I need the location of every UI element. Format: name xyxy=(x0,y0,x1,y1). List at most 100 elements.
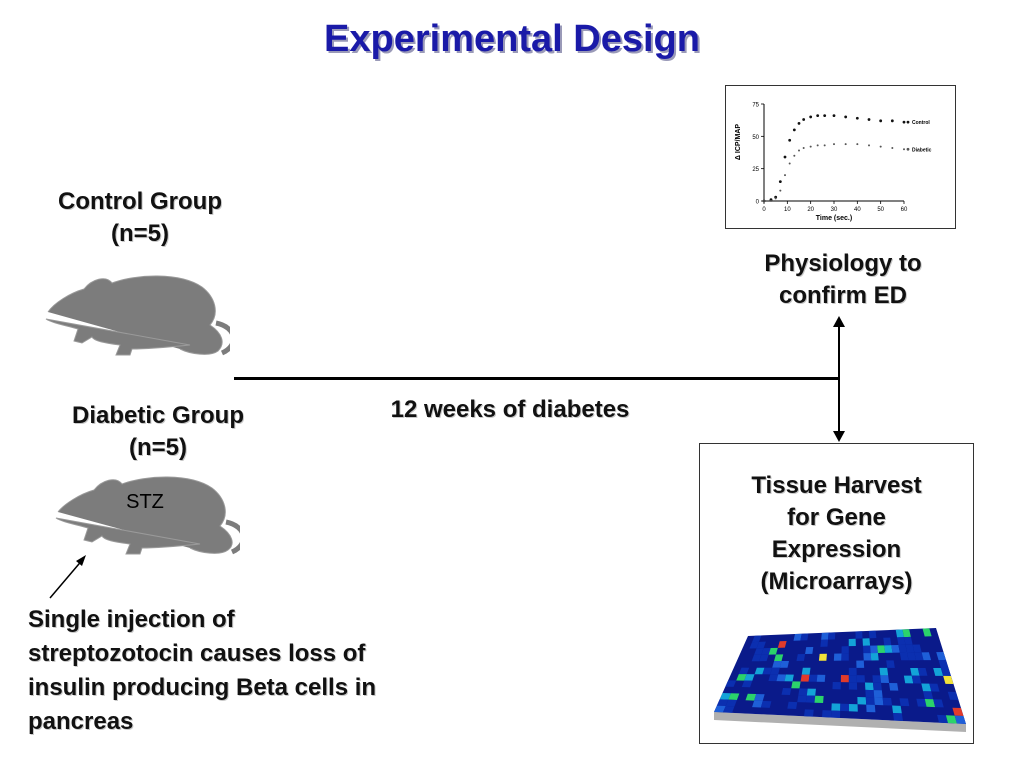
microarray-spot xyxy=(870,652,879,661)
microarray-spot xyxy=(866,704,876,713)
microarray-spot xyxy=(714,705,726,713)
data-point-diabetic xyxy=(802,146,805,149)
microarray-spot xyxy=(933,667,944,676)
microarray-spot xyxy=(947,691,959,700)
microarray-spot xyxy=(776,674,786,682)
data-point-diabetic xyxy=(816,144,819,147)
microarray-image xyxy=(714,628,966,732)
data-point-control xyxy=(778,180,782,183)
microarray-spot xyxy=(895,629,904,638)
microarray-edge xyxy=(714,712,966,732)
tissue-harvest-line: for Gene xyxy=(787,504,886,531)
double-arrow xyxy=(833,316,845,442)
data-point-control xyxy=(855,116,859,120)
microarray-spot xyxy=(937,714,948,724)
microarray-spot xyxy=(796,654,806,661)
microarray-spot xyxy=(749,641,759,649)
microarray-spot xyxy=(723,706,735,713)
diabetic-group-label: Diabetic Group (n=5) xyxy=(48,400,268,464)
data-point-diabetic xyxy=(784,174,786,177)
microarray-spot xyxy=(917,667,928,676)
injection-note-line: streptozotocin causes loss of xyxy=(28,640,366,667)
control-group-name: Control Group xyxy=(58,188,222,215)
data-point-control xyxy=(809,115,813,119)
data-point-diabetic xyxy=(879,145,882,148)
diabetic-group-n: (n=5) xyxy=(128,434,187,461)
data-point-diabetic xyxy=(770,200,772,202)
microarray-spot xyxy=(744,674,755,681)
microarray-spot xyxy=(754,648,764,655)
microarray-spot xyxy=(884,645,893,653)
microarray-spot xyxy=(907,652,917,661)
microarray-spot xyxy=(872,675,882,683)
data-point-diabetic xyxy=(779,189,782,192)
microarray-spot xyxy=(892,705,902,714)
microarray-spot xyxy=(905,644,915,653)
microarray-spot xyxy=(899,652,909,661)
microarray-spot xyxy=(899,698,910,707)
microarray-spot xyxy=(848,638,856,647)
microarray-spot xyxy=(848,682,858,690)
microarray-spot xyxy=(756,641,766,649)
microarray-spot xyxy=(760,700,772,708)
microarray-spot xyxy=(929,683,940,692)
microarray-spot xyxy=(719,693,731,700)
microarray-spot xyxy=(822,710,832,718)
x-tick-label: 50 xyxy=(877,207,884,213)
data-point-diabetic xyxy=(788,162,791,165)
microarray-spot xyxy=(716,699,729,707)
microarray-spot xyxy=(805,647,814,655)
legend-marker xyxy=(906,120,910,124)
data-point-control xyxy=(816,114,820,118)
microarray-spot xyxy=(804,709,814,717)
microarray-spot xyxy=(936,652,946,661)
microarray-spot xyxy=(841,653,849,661)
x-tick-label: 0 xyxy=(762,207,766,213)
data-point-diabetic xyxy=(868,144,870,147)
microarray-spot xyxy=(725,680,737,687)
data-point-diabetic xyxy=(763,200,765,202)
microarray-spot xyxy=(772,661,782,668)
microarray-spot xyxy=(903,636,913,645)
microarray-spot xyxy=(873,690,883,698)
data-point-control xyxy=(890,119,894,123)
microarray-spot xyxy=(745,693,757,701)
microarray-spot xyxy=(923,691,934,700)
microarray-spot xyxy=(857,697,867,705)
microarray-spot xyxy=(873,682,882,691)
microarray-spot xyxy=(781,688,792,695)
y-tick-label: 0 xyxy=(756,200,760,206)
data-point-control xyxy=(783,155,787,159)
microarray-spot xyxy=(759,654,769,662)
microarray-spot xyxy=(831,710,841,718)
x-tick-label: 10 xyxy=(784,207,791,213)
microarray-spot xyxy=(886,660,895,668)
y-axis-label: Δ ICP/MAP xyxy=(735,124,742,160)
microarray-spot xyxy=(877,645,886,653)
data-point-control xyxy=(788,138,792,142)
microarray-spot xyxy=(831,703,841,711)
microarray-spot xyxy=(865,697,875,705)
physiology-label: Physiology to confirm ED xyxy=(738,248,948,312)
microarray-spot xyxy=(741,680,753,688)
microarray-spot xyxy=(865,689,875,698)
injection-note-line: Single injection of xyxy=(28,606,235,633)
microarray-spot xyxy=(924,699,936,708)
microarray-spot xyxy=(912,644,922,653)
microarray-spot xyxy=(787,701,798,709)
microarray-spot xyxy=(840,675,849,683)
microarray-spot xyxy=(848,667,857,676)
microarray-spot xyxy=(762,667,773,675)
microarray-spot xyxy=(889,682,899,691)
data-point-diabetic xyxy=(891,146,894,149)
y-tick-label: 50 xyxy=(752,135,759,141)
microarray-spot xyxy=(728,693,740,700)
data-point-control xyxy=(844,115,848,119)
physiology-label-line: confirm ED xyxy=(778,282,907,309)
microarray-spot xyxy=(879,667,889,676)
microarray-spot xyxy=(916,698,927,707)
microarray-spot xyxy=(833,653,842,661)
diabetic-group-name: Diabetic Group xyxy=(71,402,245,429)
microarray-spot xyxy=(784,674,794,682)
